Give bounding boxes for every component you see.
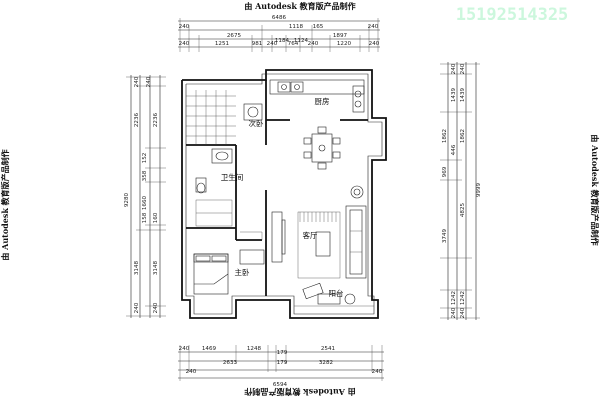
left-dim: 240 [134,76,140,87]
top-watermark: 由 Autodesk 教育版产品制作 [244,1,355,11]
bottom-dim: 2633 [223,360,238,366]
phone-number: 15192514325 [456,5,569,25]
right-total-dim: 9999 [476,182,482,197]
top-dim: 1251 [215,41,230,47]
bottom-dim: 2541 [321,346,336,352]
bottom-dim: 1469 [202,346,217,352]
living-room-label: 客厅 [303,230,318,240]
right-watermark: 由 Autodesk 教育版产品制作 [590,134,600,245]
bathroom: 卫生间 [195,148,244,227]
walls [181,69,387,319]
dining-table [303,126,341,170]
bathroom-label: 卫生间 [221,172,244,182]
bottom-dim: 3282 [319,360,333,366]
right-dim: 1439 [460,87,466,102]
right-dim: 1862 [460,129,466,143]
left-dim: 160 [153,212,159,223]
top-dim: 240 [179,24,190,30]
living-room: 客厅 [271,185,367,279]
left-dim: 240 [146,76,152,87]
bottom-dim: 179 [277,360,288,366]
left-dim: 240 [134,302,140,313]
left-dim: 3148 [153,260,159,275]
right-dim: 1862 [442,129,448,143]
top-dim: 764 [288,41,299,47]
top-dim: 1124 [294,38,309,44]
top-dim: 1897 [333,33,348,39]
kitchen: 厨房 [269,79,365,113]
right-dim: 240 [451,307,457,318]
top-total-dim: 6486 [272,15,287,21]
top-dim: 1220 [337,41,352,47]
left-watermark: 由 Autodesk 教育版产品制作 [0,149,10,260]
top-dim: 240 [369,41,380,47]
right-dim: 1242 [460,291,466,305]
left-dimension-chains: 240 240 2236 2236 9280 152 358 1660 158 … [124,75,166,318]
left-dim: 1660 [142,195,148,210]
left-dim: 2236 [134,112,140,127]
master-bedroom-label: 主卧 [235,267,250,277]
bottom-dim: 240 [179,346,190,352]
balcony-label: 阳台 [329,288,344,298]
balcony: 阳台 [294,282,374,307]
left-dim: 152 [142,153,148,164]
master-bedroom: 主卧 [193,231,265,295]
bottom-watermark: 由 Autodesk 教育版产品制作 [244,387,355,397]
right-dim: 4825 [460,202,466,217]
top-dim: 981 [252,41,263,47]
bottom-dimension-chains: 240 1469 1248 2541 179 2633 179 3282 240… [178,345,384,388]
right-dim: 1242 [451,291,457,305]
left-dim: 2236 [153,112,159,127]
bottom-dim: 179 [277,350,288,356]
kitchen-label: 厨房 [315,96,330,106]
right-dim: 969 [442,166,448,177]
bottom-dim: 240 [186,369,197,375]
right-dim: 1439 [451,87,457,102]
left-dim: 358 [142,170,148,181]
top-dim: 240 [308,41,319,47]
bedroom-2-label: 次卧 [249,118,264,128]
top-dim: 240 [267,41,278,47]
left-dim: 158 [142,212,148,223]
right-dimension-chains: 240 240 1439 1439 1862 1862 446 969 9999… [440,62,482,320]
right-dim: 446 [451,144,457,155]
bedroom-2: 次卧 [186,90,264,145]
top-dim: 165 [313,24,324,30]
top-dim: 1118 [289,24,304,30]
right-dim: 240 [460,63,466,74]
left-total-dim: 9280 [124,192,130,207]
top-dim: 240 [368,24,379,30]
right-dim: 240 [451,63,457,74]
bottom-total-dim: 6594 [273,382,288,388]
right-dim: 240 [460,307,466,318]
top-dimension-chains: 6486 240 1118 165 240 2675 1897 1184 112… [178,15,380,52]
top-dim: 2675 [227,33,242,39]
top-dim: 240 [179,41,190,47]
bottom-dim: 240 [372,369,383,375]
right-dim: 3749 [442,228,448,243]
left-dim: 3148 [134,260,140,275]
bottom-dim: 1248 [247,346,262,352]
top-dim: 1184 [275,38,290,44]
left-dim: 240 [153,302,159,313]
